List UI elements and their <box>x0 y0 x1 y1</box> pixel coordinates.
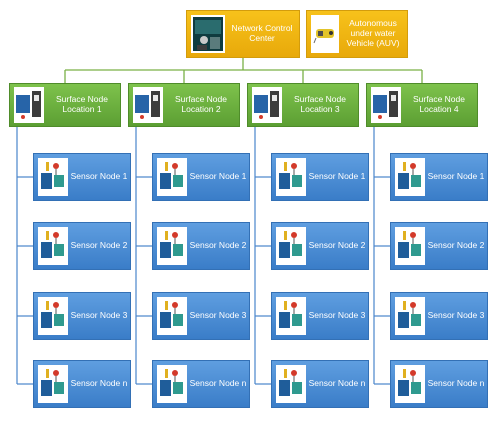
surface-node-box-4: Surface Node Location 4 <box>366 83 478 127</box>
surface-node-label: Surface Node Location 2 <box>175 94 227 114</box>
sensor-node-label: Sensor Node n <box>189 378 247 389</box>
sensor-node-label: Sensor Node 1 <box>70 171 128 182</box>
sensor-circuit-icon <box>395 158 425 196</box>
sensor-circuit-icon <box>157 365 187 403</box>
sensor-circuit-icon <box>38 227 68 265</box>
sensor-node-box: Sensor Node n <box>33 360 131 408</box>
sensor-circuit-icon <box>395 365 425 403</box>
sensor-node-box: Sensor Node 1 <box>271 153 369 201</box>
surface-node-box-3: Surface Node Location 3 <box>247 83 359 127</box>
sensor-circuit-icon <box>157 227 187 265</box>
sensor-circuit-icon <box>157 158 187 196</box>
sensor-node-label: Sensor Node 3 <box>427 310 485 321</box>
sensor-node-box: Sensor Node 2 <box>33 222 131 270</box>
sensor-circuit-icon <box>38 365 68 403</box>
auv-vehicle-icon <box>311 15 339 53</box>
surface-node-box-1: Surface Node Location 1 <box>9 83 121 127</box>
surface-buoy-icon <box>133 87 163 123</box>
auv-box: Autonomous under water Vehicle (AUV) <box>306 10 408 58</box>
sensor-circuit-icon <box>276 297 306 335</box>
sensor-node-label: Sensor Node 3 <box>189 310 247 321</box>
surface-buoy-icon <box>252 87 282 123</box>
sensor-node-box: Sensor Node 2 <box>390 222 488 270</box>
sensor-node-box: Sensor Node 3 <box>390 292 488 340</box>
sensor-circuit-icon <box>395 227 425 265</box>
sensor-circuit-icon <box>276 158 306 196</box>
auv-label: Autonomous under water Vehicle (AUV) <box>346 18 400 48</box>
surface-node-label: Surface Node Location 4 <box>413 94 465 114</box>
sensor-node-box: Sensor Node 2 <box>271 222 369 270</box>
surface-node-label: Surface Node Location 3 <box>294 94 346 114</box>
sensor-circuit-icon <box>276 227 306 265</box>
sensor-node-box: Sensor Node 1 <box>390 153 488 201</box>
sensor-node-label: Sensor Node 1 <box>308 171 366 182</box>
sensor-node-box: Sensor Node n <box>152 360 250 408</box>
sensor-node-label: Sensor Node 2 <box>308 240 366 251</box>
sensor-circuit-icon <box>276 365 306 403</box>
control-center-label: Network Control Center <box>231 23 293 43</box>
sensor-node-label: Sensor Node 1 <box>189 171 247 182</box>
sensor-node-box: Sensor Node 3 <box>152 292 250 340</box>
monitoring-station-icon <box>191 15 225 53</box>
surface-node-label: Surface Node Location 1 <box>56 94 108 114</box>
sensor-circuit-icon <box>38 297 68 335</box>
sensor-circuit-icon <box>157 297 187 335</box>
surface-buoy-icon <box>371 87 401 123</box>
sensor-node-box: Sensor Node 2 <box>152 222 250 270</box>
sensor-node-label: Sensor Node 2 <box>427 240 485 251</box>
sensor-node-box: Sensor Node n <box>390 360 488 408</box>
sensor-node-box: Sensor Node 3 <box>271 292 369 340</box>
sensor-node-label: Sensor Node 2 <box>70 240 128 251</box>
sensor-node-label: Sensor Node 3 <box>308 310 366 321</box>
sensor-node-box: Sensor Node 3 <box>33 292 131 340</box>
sensor-node-label: Sensor Node n <box>427 378 485 389</box>
sensor-node-label: Sensor Node 3 <box>70 310 128 321</box>
surface-node-box-2: Surface Node Location 2 <box>128 83 240 127</box>
sensor-node-label: Sensor Node 1 <box>427 171 485 182</box>
sensor-node-box: Sensor Node n <box>271 360 369 408</box>
surface-buoy-icon <box>14 87 44 123</box>
sensor-node-box: Sensor Node 1 <box>33 153 131 201</box>
sensor-node-label: Sensor Node n <box>308 378 366 389</box>
sensor-node-label: Sensor Node n <box>70 378 128 389</box>
network-control-center-box: Network Control Center <box>186 10 300 58</box>
sensor-node-box: Sensor Node 1 <box>152 153 250 201</box>
sensor-node-label: Sensor Node 2 <box>189 240 247 251</box>
sensor-circuit-icon <box>395 297 425 335</box>
sensor-circuit-icon <box>38 158 68 196</box>
